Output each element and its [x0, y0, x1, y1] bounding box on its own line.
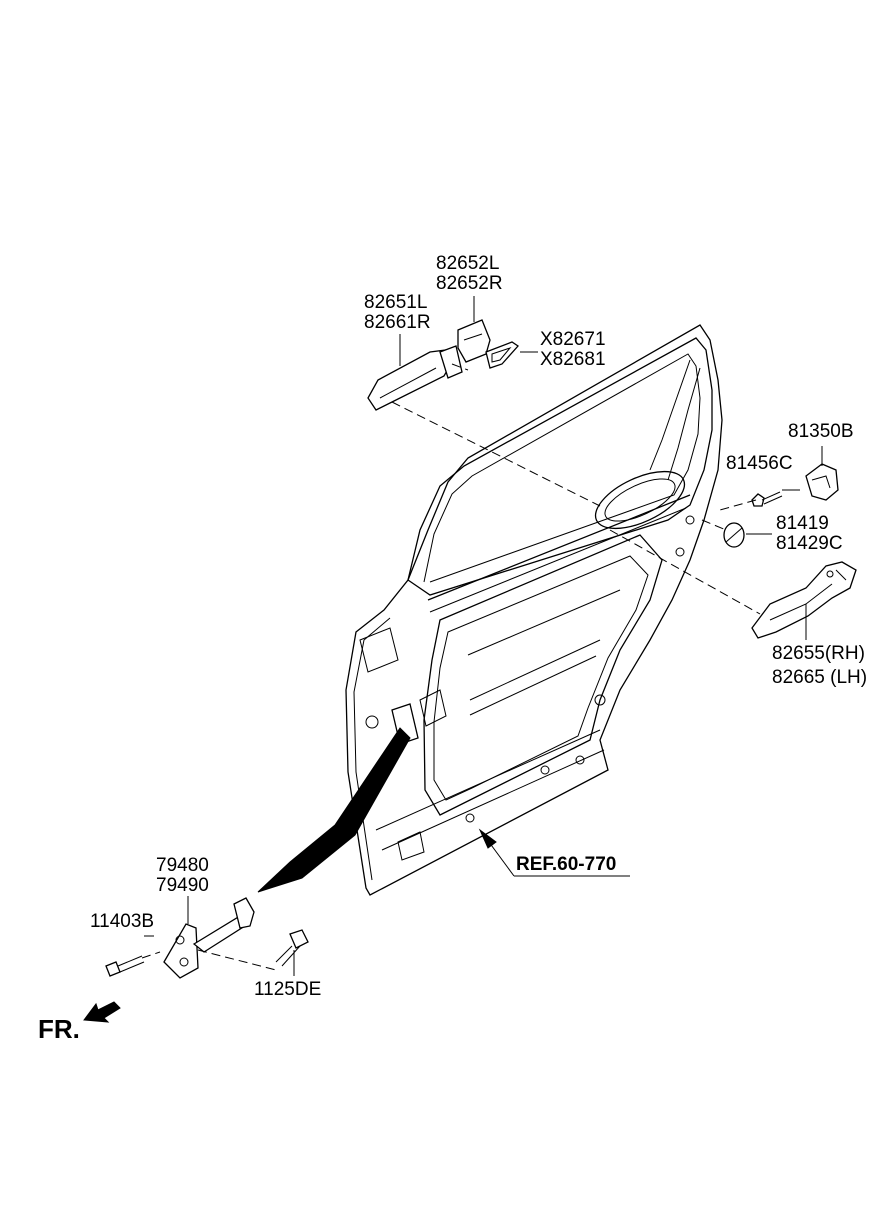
label-82651l: 82651L — [364, 292, 428, 313]
dashed-lines — [141, 363, 761, 971]
leader-lines — [144, 296, 823, 976]
label-81456c: 81456C — [726, 453, 793, 474]
label-81429c: 81429C — [776, 533, 843, 554]
front-direction-label: FR. — [38, 1014, 80, 1044]
grommet — [723, 522, 745, 548]
rear-door-panel — [345, 324, 723, 896]
front-direction-arrow-icon — [83, 1001, 121, 1023]
label-x82681: X82681 — [540, 349, 606, 370]
label-79490: 79490 — [156, 875, 209, 896]
label-82652r: 82652R — [436, 273, 503, 294]
reference-label: REF.60-770 — [516, 854, 617, 875]
label-1125de: 1125DE — [254, 979, 322, 1000]
bolt-11403b — [105, 955, 145, 977]
label-81419: 81419 — [776, 513, 829, 534]
handle-cover — [457, 319, 491, 363]
outside-handle — [367, 345, 463, 411]
label-81350b: 81350B — [788, 421, 854, 442]
screw — [751, 491, 783, 507]
cover-cap — [805, 463, 839, 501]
label-x82671: X82671 — [540, 329, 606, 350]
door-checker — [163, 897, 255, 979]
label-79480: 79480 — [156, 855, 209, 876]
label-82661r: 82661R — [364, 312, 431, 333]
label-11403b: 11403B — [90, 911, 155, 932]
bolt-1125de — [275, 929, 309, 967]
label-82665-lh: 82665 (LH) — [772, 667, 868, 688]
label-82652l: 82652L — [436, 253, 500, 274]
checker-callout-wedge — [257, 727, 411, 893]
handle-gasket — [485, 341, 519, 369]
label-82655-rh: 82655(RH) — [772, 643, 865, 664]
inside-handle — [751, 561, 857, 639]
